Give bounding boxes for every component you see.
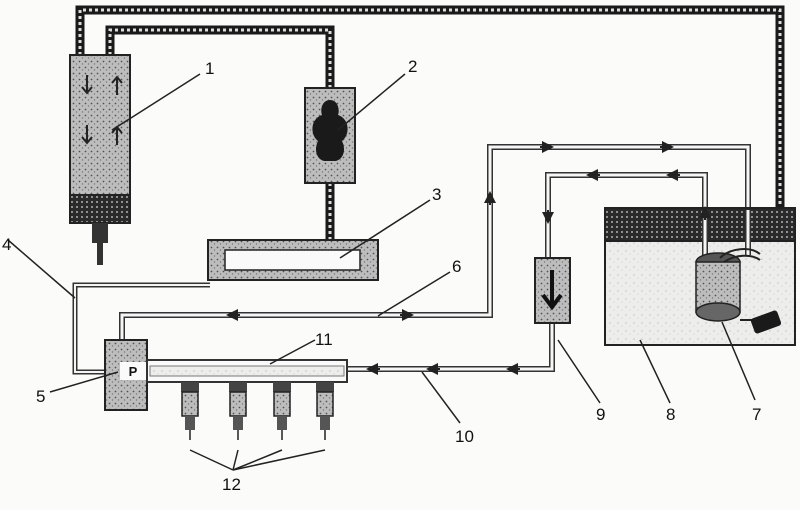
fuel-lines bbox=[119, 141, 751, 375]
injector-3 bbox=[273, 382, 291, 440]
purge-valve bbox=[304, 87, 356, 184]
injector-1 bbox=[181, 382, 199, 440]
leader-lines bbox=[7, 73, 756, 471]
regulator-mark: P bbox=[129, 364, 138, 379]
vapor-lines bbox=[75, 5, 785, 240]
label-3: 3 bbox=[432, 185, 441, 204]
vacuum-line bbox=[72, 282, 210, 375]
injector-4 bbox=[316, 382, 334, 440]
charcoal-canister bbox=[69, 54, 131, 265]
intake-manifold bbox=[207, 239, 379, 281]
injectors bbox=[181, 382, 334, 440]
label-7: 7 bbox=[752, 405, 761, 424]
label-2: 2 bbox=[408, 57, 417, 76]
callout-labels: 1 2 3 4 5 6 7 8 9 10 11 12 bbox=[2, 57, 761, 494]
injector-2 bbox=[229, 382, 247, 440]
label-4: 4 bbox=[2, 235, 11, 254]
pressure-regulator: P bbox=[104, 339, 148, 411]
fuel-rail bbox=[146, 359, 348, 383]
label-11: 11 bbox=[315, 330, 333, 349]
fuel-pump bbox=[695, 206, 782, 334]
label-1: 1 bbox=[205, 59, 214, 78]
label-5: 5 bbox=[36, 387, 45, 406]
label-10: 10 bbox=[455, 427, 474, 446]
label-8: 8 bbox=[666, 405, 675, 424]
label-6: 6 bbox=[452, 257, 461, 276]
fuel-filter bbox=[534, 257, 571, 324]
label-12: 12 bbox=[222, 475, 241, 494]
label-9: 9 bbox=[596, 405, 605, 424]
